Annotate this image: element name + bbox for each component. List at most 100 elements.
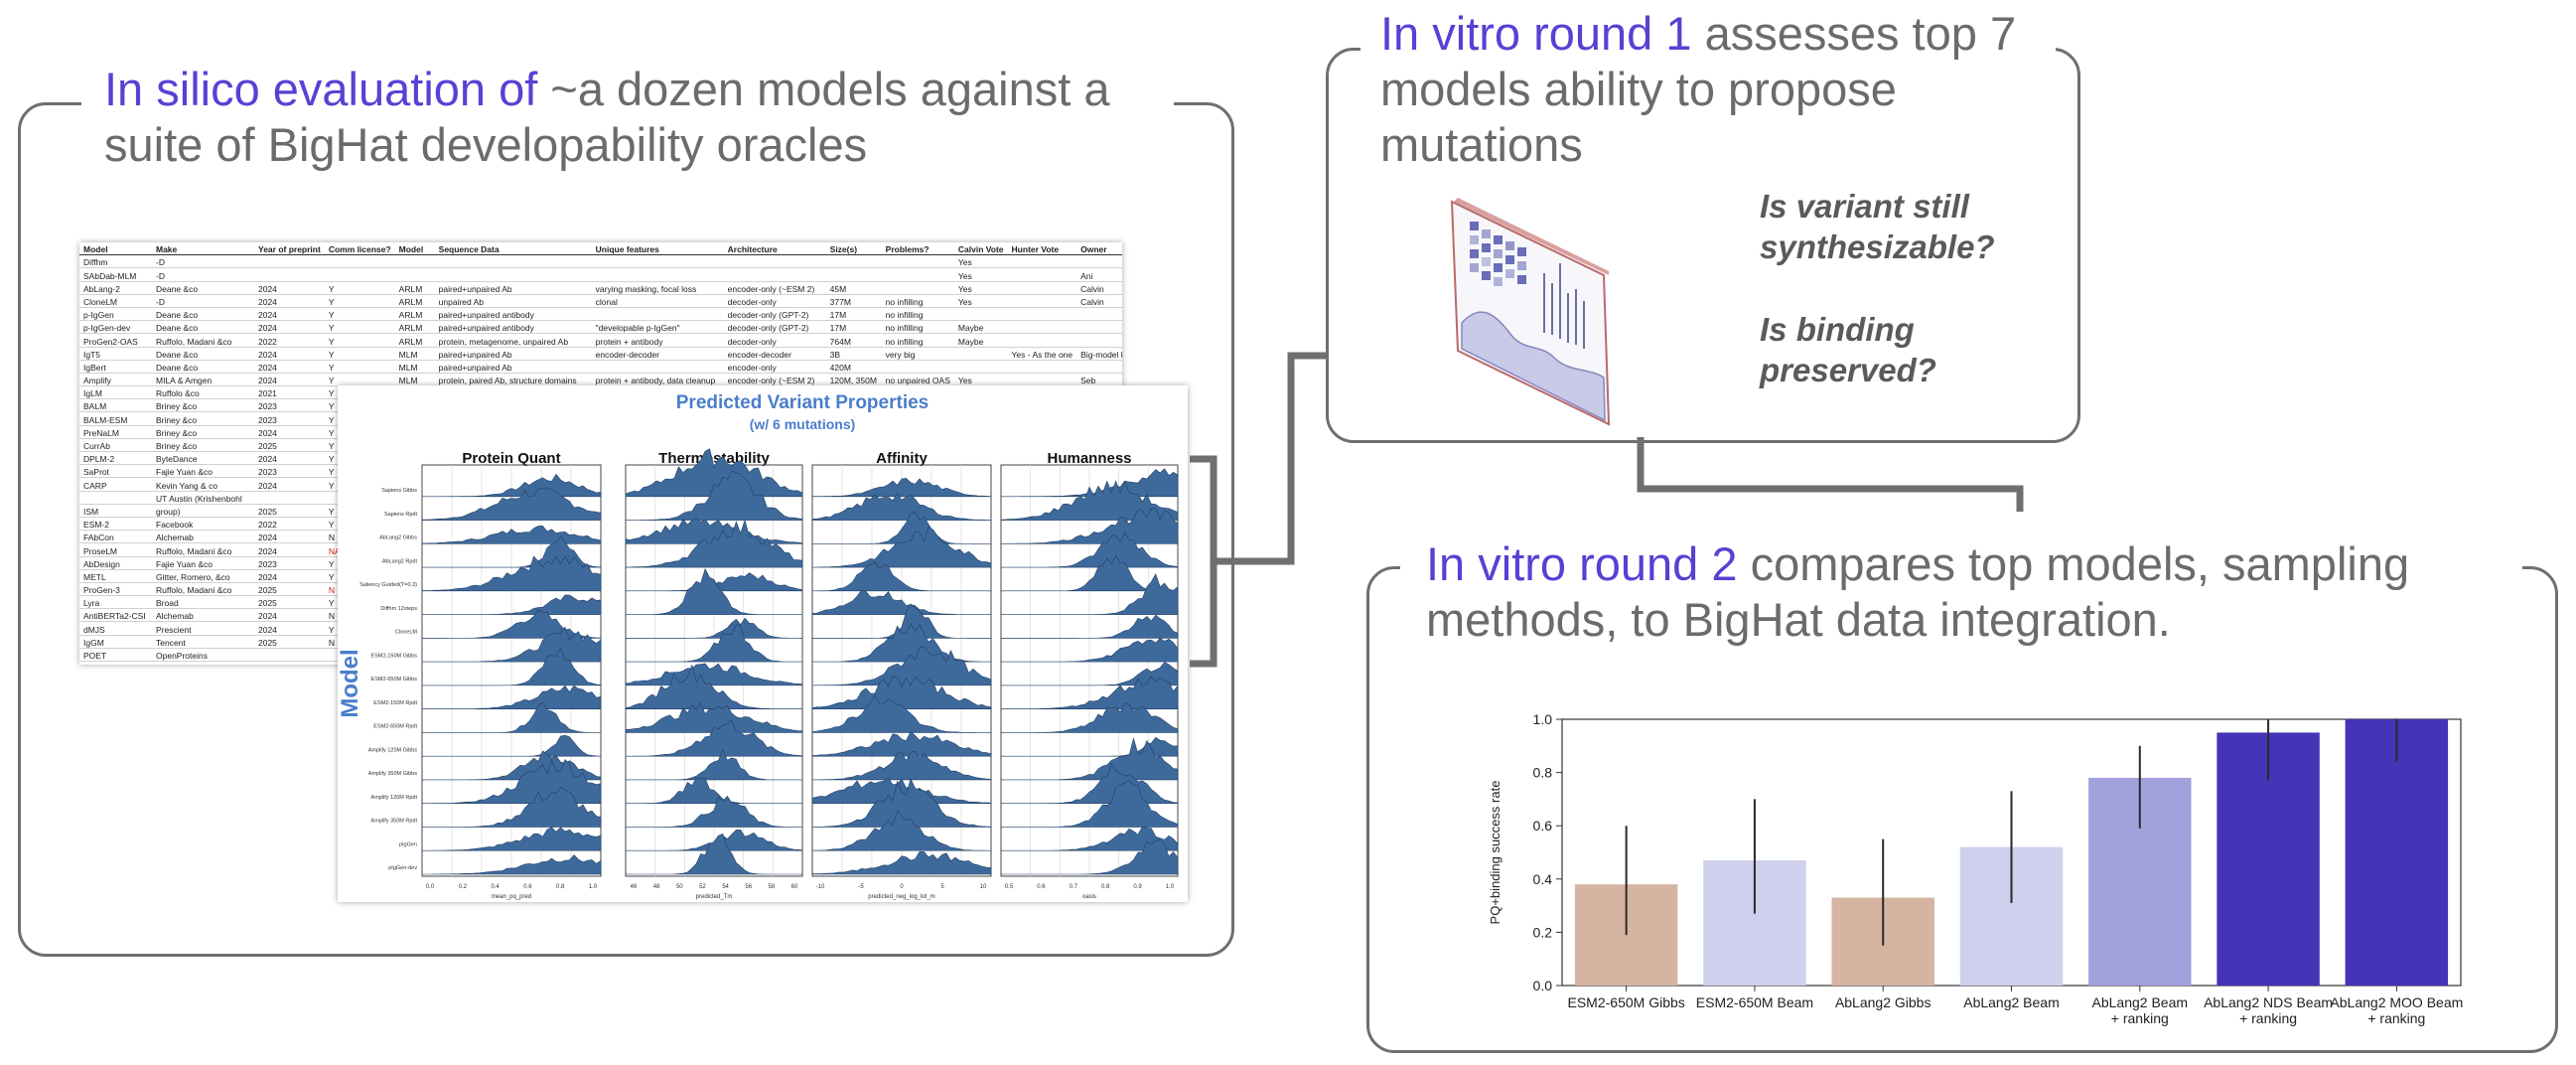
- panel-tick-label: 52: [699, 884, 706, 890]
- y-tick-label: 0.0: [1533, 978, 1553, 993]
- table-cell: [1007, 254, 1077, 269]
- panel-title: Affinity: [876, 450, 928, 467]
- y-tick-label: 0.4: [1533, 871, 1553, 887]
- table-cell: decoder-only (GPT-2): [723, 320, 826, 335]
- ridge-density: [421, 487, 602, 521]
- ridge-density: [811, 778, 992, 828]
- ridge-density: [625, 518, 803, 544]
- table-cell: Gitter, Romero, &co: [152, 569, 254, 583]
- model-label: Saliency Guided(T=0.3): [359, 582, 417, 588]
- table-cell: FAbCon: [79, 530, 152, 544]
- table-cell: encoder-only (~ESM 2): [723, 281, 826, 295]
- table-cell: Deane &co: [152, 320, 254, 335]
- table-cell: Maybe: [953, 333, 1008, 348]
- table-cell: 2021: [254, 385, 325, 400]
- table-cell: dMJS: [79, 621, 152, 636]
- table-cell: POET: [79, 648, 152, 663]
- table-cell: no infilling: [881, 333, 954, 348]
- panel-x-label: oasis: [1082, 894, 1096, 900]
- table-cell: 2022: [254, 517, 325, 532]
- ridge-density: [811, 511, 992, 544]
- model-label: ESM2-650M Rpdt: [373, 724, 417, 730]
- ridge-density: [811, 694, 992, 733]
- model-label: AbLang2 Gibbs: [379, 535, 417, 541]
- table-cell: Y: [324, 281, 395, 295]
- table-header-cell: Model: [394, 242, 435, 256]
- ridge-density: [421, 787, 602, 828]
- ridge-plot: Predicted Variant Properties(w/ 6 mutati…: [337, 392, 1179, 900]
- table-cell: 2024: [254, 281, 325, 295]
- ridge-density: [421, 555, 602, 592]
- panel-tick-label: 0.7: [1070, 884, 1078, 890]
- table-cell: decoder-only: [723, 294, 826, 308]
- table-header-cell: Owner: [1076, 242, 1122, 256]
- table-cell: IgLM: [79, 385, 152, 400]
- table-cell: paired+unpaired Ab: [434, 281, 592, 295]
- table-header-cell: Model: [79, 242, 152, 256]
- table-cell: p-IgGen: [79, 307, 152, 322]
- ridge-density: [811, 622, 992, 663]
- table-cell: [434, 267, 592, 282]
- table-cell: very big: [881, 347, 954, 361]
- table-header-cell: Hunter Vote: [1007, 242, 1077, 256]
- model-label: ESM2-650M Gibbs: [371, 677, 418, 683]
- panel-tick-label: 0.8: [556, 884, 565, 890]
- table-cell: CurrAb: [79, 438, 152, 453]
- panel-tick-label: 60: [791, 884, 798, 890]
- ridge-density: [421, 759, 602, 805]
- in-silico-title-rest: ~a dozen models against a suite of BigHa…: [104, 63, 1110, 171]
- table-cell: ARLM: [394, 281, 435, 295]
- ridge-density: [1000, 736, 1179, 757]
- table-cell: [881, 360, 954, 374]
- panel-tick-label: 0: [900, 884, 904, 890]
- table-cell: 2024: [254, 294, 325, 308]
- table-cell: ARLM: [394, 333, 435, 348]
- table-cell: UT Austin (Krishenbohl: [152, 491, 254, 505]
- table-cell: 2023: [254, 398, 325, 413]
- ridge-density: [811, 730, 992, 757]
- table-cell: [1076, 320, 1122, 335]
- table-cell: 3B: [825, 347, 882, 361]
- table-cell: IgT5: [79, 347, 152, 361]
- table-cell: [881, 267, 954, 282]
- table-cell: AbDesign: [79, 556, 152, 570]
- table-cell: [1007, 320, 1077, 335]
- table-cell: [324, 267, 395, 282]
- table-cell: [881, 254, 954, 269]
- table-cell: SAbDab-MLM: [79, 267, 152, 282]
- table-cell: 2023: [254, 411, 325, 426]
- panel-tick-label: 46: [631, 884, 638, 890]
- ridge-density: [625, 795, 803, 828]
- ridge-density: [625, 701, 803, 733]
- table-cell: 2025: [254, 582, 325, 597]
- panel-tick-label: 0.9: [1133, 884, 1142, 890]
- table-cell: [1007, 294, 1077, 308]
- panel-tick-label: 0.6: [1037, 884, 1046, 890]
- panel-tick-label: 0.4: [491, 884, 500, 890]
- table-cell: 2024: [254, 307, 325, 322]
- table-cell: varying masking, focal loss: [591, 281, 724, 295]
- model-label: CloneLM: [395, 630, 417, 636]
- x-tick-label: AbLang2 Beam: [2092, 994, 2189, 1010]
- x-tick-label: + ranking: [2367, 1010, 2425, 1026]
- round1-title: In vitro round 1 assesses top 7 models a…: [1380, 6, 2056, 173]
- table-cell: no infilling: [881, 307, 954, 322]
- ridge-density: [625, 567, 803, 615]
- table-cell: 2025: [254, 635, 325, 649]
- table-cell: 2024: [254, 451, 325, 466]
- y-axis-label: PQ+binding success rate: [1488, 781, 1503, 925]
- x-tick-label: + ranking: [2239, 1010, 2297, 1026]
- y-tick-label: 0.6: [1533, 818, 1553, 834]
- table-cell: p-IgGen-dev: [79, 320, 152, 335]
- round1-title-gap: [1360, 44, 2056, 52]
- table-cell: Deane &co: [152, 360, 254, 374]
- table-cell: 2024: [254, 477, 325, 492]
- panel-tick-label: 1.0: [589, 884, 598, 890]
- table-cell: Lyra: [79, 595, 152, 610]
- analytics-dashboard-icon: [1450, 198, 1611, 426]
